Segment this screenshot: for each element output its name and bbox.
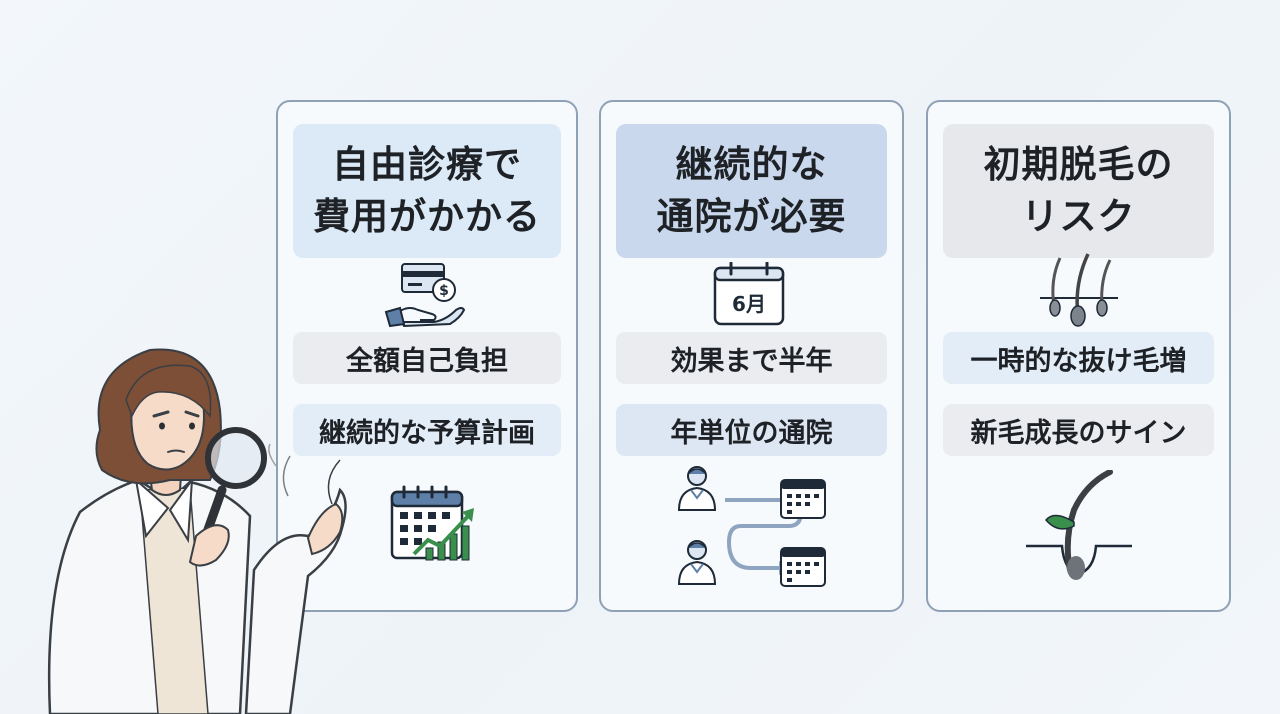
svg-text:$: $	[439, 283, 449, 299]
risk-item-1: 一時的な抜け毛増	[943, 332, 1214, 384]
risk-title-line-2: リスク	[1021, 195, 1136, 238]
cost-card: 自由診療で 費用がかかる $ 全額自己負担 継続的な予算計画	[276, 100, 578, 612]
risk-title-line-1: 初期脱毛の	[983, 143, 1174, 186]
risk-item-2: 新毛成長のサイン	[943, 404, 1214, 456]
cost-item-2: 継続的な予算計画	[293, 404, 561, 456]
visit-item-1: 効果まで半年	[616, 332, 887, 384]
risk-card-title: 初期脱毛の リスク	[943, 124, 1214, 258]
visit-card-title: 継続的な 通院が必要	[616, 124, 887, 258]
hair-loss-risk-card: 初期脱毛の リスク 一時的な抜け毛増 新毛成長のサイン	[926, 100, 1231, 612]
calendar-icon: 6月	[713, 262, 785, 326]
calendar-month-label: 6月	[732, 292, 766, 316]
cost-title-line-1: 自由診療で	[332, 143, 522, 186]
doctor-with-magnifier-illustration	[47, 348, 347, 714]
card-payment-hand-icon: $	[384, 263, 466, 328]
cost-title-line-2: 費用がかかる	[313, 195, 541, 238]
doctor-visit-schedule-icon	[677, 466, 826, 587]
visit-title-line-2: 通院が必要	[656, 195, 847, 238]
visit-card: 継続的な 通院が必要 6月 効果まで半年 年単位の通院	[599, 100, 904, 612]
cost-card-title: 自由診療で 費用がかかる	[293, 124, 561, 258]
hair-follicles-icon	[1040, 253, 1118, 327]
cost-item-1: 全額自己負担	[293, 332, 561, 384]
new-hair-sprout-icon	[1026, 470, 1132, 580]
visit-title-line-1: 継続的な	[675, 143, 828, 186]
visit-item-2: 年単位の通院	[616, 404, 887, 456]
calendar-growth-chart-icon	[390, 485, 474, 561]
